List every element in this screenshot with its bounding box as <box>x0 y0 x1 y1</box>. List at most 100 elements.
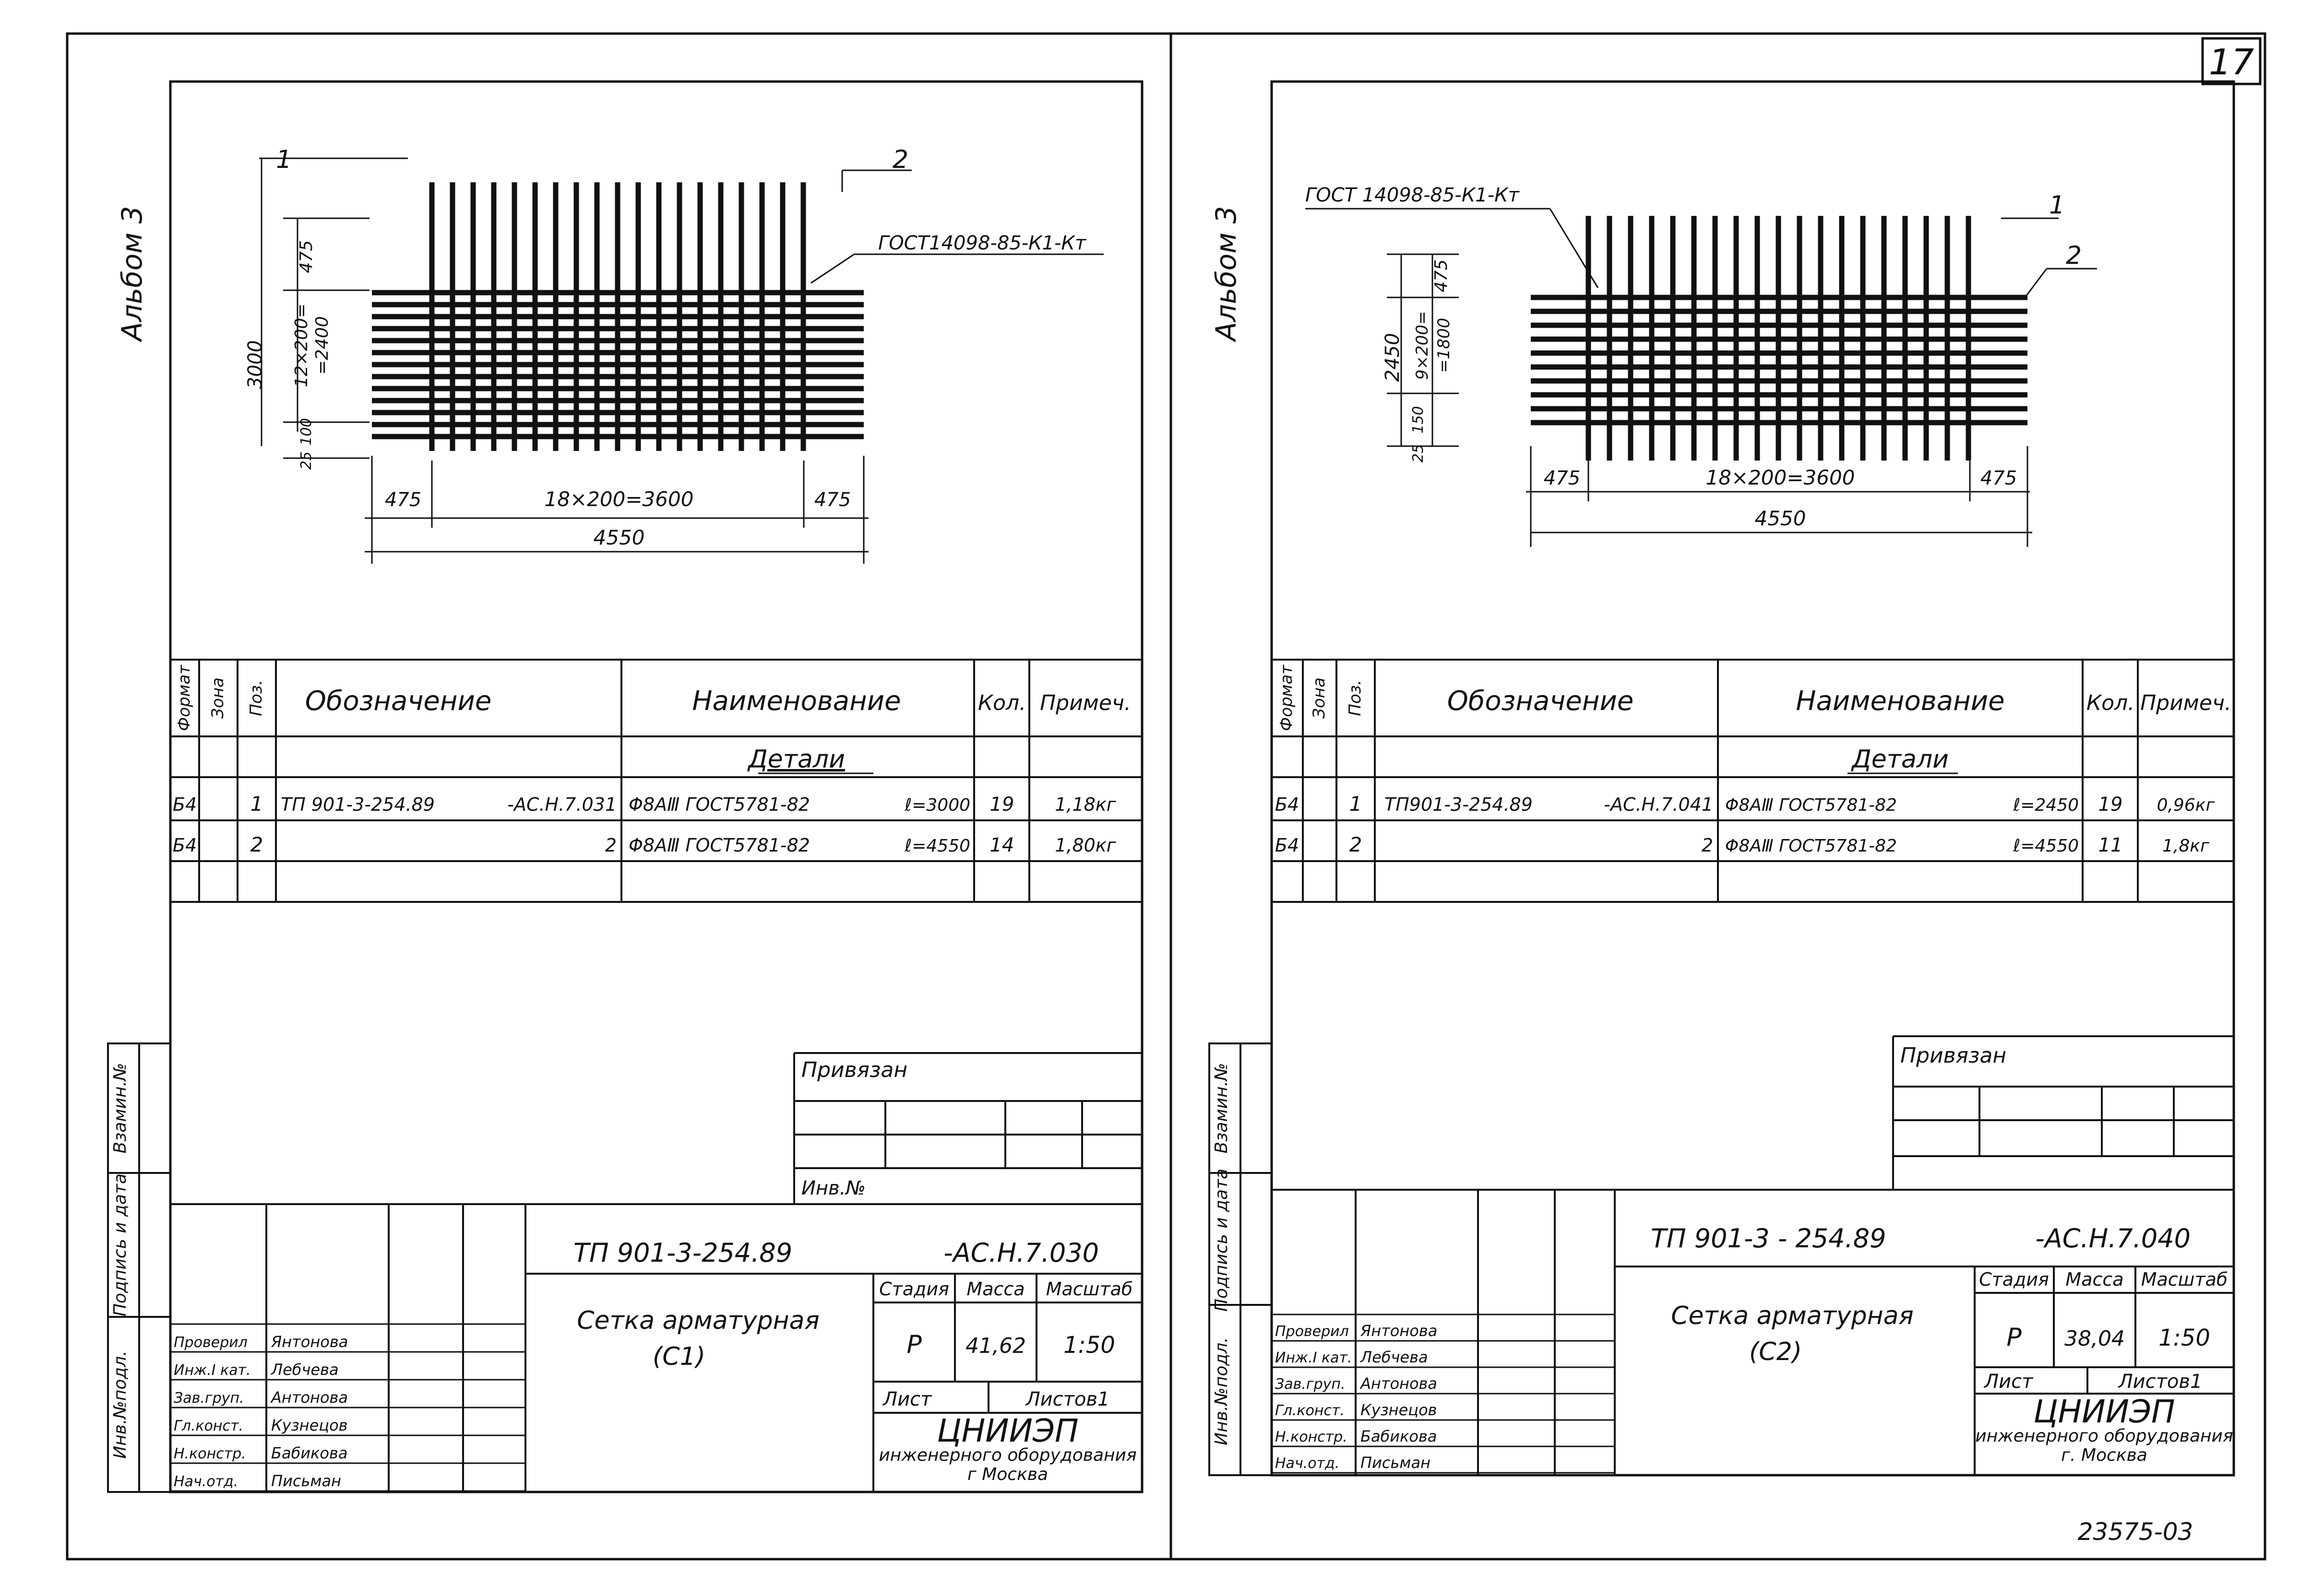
inv-no-label: Инв.№ <box>801 1177 866 1199</box>
sheet-c2: Альбом 3 <box>1208 80 2235 1477</box>
staff-role: Проверил <box>174 1334 248 1351</box>
staff-role: Н.констр. <box>174 1445 246 1462</box>
hdr-designation-2: Обозначение <box>1447 686 1634 717</box>
album-label: Альбом 3 <box>116 206 148 343</box>
dim-total-width: 4550 <box>594 526 645 549</box>
row1-qty-2: 19 <box>2098 793 2123 816</box>
privyazan-box-2: Привязан <box>1892 1035 2234 1190</box>
row2-note: 1,80кг <box>1055 835 1117 856</box>
staff-role: Проверил <box>1275 1323 1349 1340</box>
row2-format-2: Б4 <box>1275 835 1299 856</box>
staff-name: Письман <box>271 1472 341 1490</box>
doc-code: ТП 901-3-254.89 <box>573 1238 792 1268</box>
pos1-callout: 1 <box>276 145 292 174</box>
dim-center-2: 18×200=3600 <box>1706 466 1855 489</box>
staff-role: Нач.отд. <box>174 1473 238 1490</box>
value-stage-2: Р <box>2006 1323 2022 1352</box>
title-block: ТП 901-3-254.89 -АС.Н.7.030 Сетка армату… <box>170 1203 1142 1492</box>
hdr-zone: Зона <box>208 677 227 719</box>
staff-name: Антонова <box>270 1388 348 1407</box>
doc-code-2: ТП 901-3 - 254.89 <box>1651 1223 1886 1254</box>
row1-length-2: ℓ=2450 <box>2013 795 2079 815</box>
label-scale: Масштаб <box>1046 1278 1133 1300</box>
dim-total-width-2: 4550 <box>1755 507 1806 530</box>
value-sheets: Листов1 <box>1025 1388 1110 1410</box>
staff-name: Антонова <box>1359 1374 1437 1393</box>
value-scale-2: 1:50 <box>2158 1325 2210 1351</box>
label-mass-2: Масса <box>2065 1269 2123 1290</box>
staff-name: Лебчева <box>271 1361 339 1379</box>
org-name: ЦНИИЭП <box>937 1412 1078 1449</box>
dim-b1-2: 150 <box>1410 406 1427 433</box>
staff-role: Н.констр. <box>1275 1429 1347 1445</box>
privyazan-label-2: Привязан <box>1900 1043 2006 1068</box>
sheet-number-box <box>2201 37 2262 85</box>
archive-number: 23575-03 <box>2078 1518 2193 1546</box>
spec-table-2: Формат Зона Поз. Обозначение Наименовани… <box>1272 659 2234 903</box>
row2-name: Φ8АⅢ ГОСТ5781-82 <box>629 835 810 856</box>
pos2-callout: 2 <box>893 145 908 174</box>
dim-b2: 25 <box>298 451 315 470</box>
inner-frame <box>169 80 1144 1493</box>
staff-name: Кузнецов <box>1360 1401 1437 1419</box>
dim-top: 475 <box>297 240 316 273</box>
value-sheets-2: Листов1 <box>2118 1371 2203 1393</box>
dim-left: 475 <box>385 489 421 511</box>
dim-b1: 100 <box>298 418 315 445</box>
privyazan-box: Привязан Инв.№ <box>793 1052 1142 1204</box>
label-sheet-2: Лист <box>1983 1371 2034 1393</box>
value-scale: 1:50 <box>1063 1332 1115 1359</box>
row2-length-2: ℓ=4550 <box>2013 836 2079 856</box>
title-name-line1-2: Сетка арматурная <box>1671 1302 1914 1330</box>
row2-qty: 14 <box>990 834 1014 856</box>
row1-pos-2: 1 <box>1349 792 1362 816</box>
row1-designation-2: ТП901-3-254.89 <box>1384 794 1533 815</box>
dim-mid2-2: =1800 <box>1434 318 1454 373</box>
hdr-designation: Обозначение <box>305 686 492 717</box>
org-name-2: ЦНИИЭП <box>2033 1393 2175 1430</box>
row2-length: ℓ=4550 <box>904 836 970 856</box>
staff-name: Лебчева <box>1360 1348 1428 1366</box>
dim-total-height-2: 2450 <box>1382 333 1404 382</box>
org-line2: инженерного оборудования <box>879 1445 1136 1465</box>
staff-role: Нач.отд. <box>1275 1455 1339 1472</box>
row1-designation-suffix: -АС.Н.7.031 <box>507 794 617 815</box>
title-name-line2-2: (С2) <box>1749 1337 1802 1366</box>
side-sign-date-2: Подпись и дата <box>1212 1169 1231 1312</box>
dim-top-2: 475 <box>1431 260 1451 293</box>
hdr-pos: Поз. <box>247 680 266 716</box>
hdr-zone-2: Зона <box>1310 677 1329 719</box>
value-mass-2: 38,04 <box>2064 1326 2125 1351</box>
side-inv-orig: Инв.№подл. <box>110 1350 130 1458</box>
weld-gost: ГОСТ14098-85-К1-Кт <box>878 232 1087 254</box>
mesh-drawing-2: ГОСТ 14098-85-К1-Кт 1 2 2450 475 9×200= … <box>1305 184 2097 547</box>
pos1-callout-2: 1 <box>2049 191 2065 220</box>
dim-left-2: 475 <box>1544 467 1580 489</box>
spec-table: Формат Зона Поз. Обозначение Наименовани… <box>170 659 1142 903</box>
dim-right: 475 <box>814 489 851 511</box>
staff-role: Гл.конст. <box>1275 1402 1345 1419</box>
side-replace-inv-2: Взамин.№ <box>1212 1063 1231 1154</box>
hdr-qty: Кол. <box>978 691 1026 715</box>
staff-role: Зав.груп. <box>1275 1376 1346 1393</box>
row1-name: Φ8АⅢ ГОСТ5781-82 <box>629 794 810 815</box>
dim-mid-2: 9×200= <box>1413 311 1432 380</box>
org-line3-2: г. Москва <box>2061 1445 2147 1465</box>
row1-format: Б4 <box>173 794 197 815</box>
row2-designation-suffix: 2 <box>605 835 617 856</box>
horizontal-bars <box>372 290 864 439</box>
label-sheet: Лист <box>882 1388 932 1410</box>
label-stage: Стадия <box>879 1278 949 1300</box>
weld-gost-2: ГОСТ 14098-85-К1-Кт <box>1305 184 1520 206</box>
row2-qty-2: 11 <box>2098 834 2123 856</box>
dim-total-height: 3000 <box>244 340 266 389</box>
staff-name: Письман <box>1360 1454 1430 1472</box>
row2-pos-2: 2 <box>1349 833 1362 856</box>
org-line3: г Москва <box>967 1465 1048 1484</box>
row1-designation: ТП 901-3-254.89 <box>281 794 435 815</box>
hdr-format-2: Формат <box>1277 664 1296 731</box>
staff-name: Янтонова <box>271 1333 348 1351</box>
